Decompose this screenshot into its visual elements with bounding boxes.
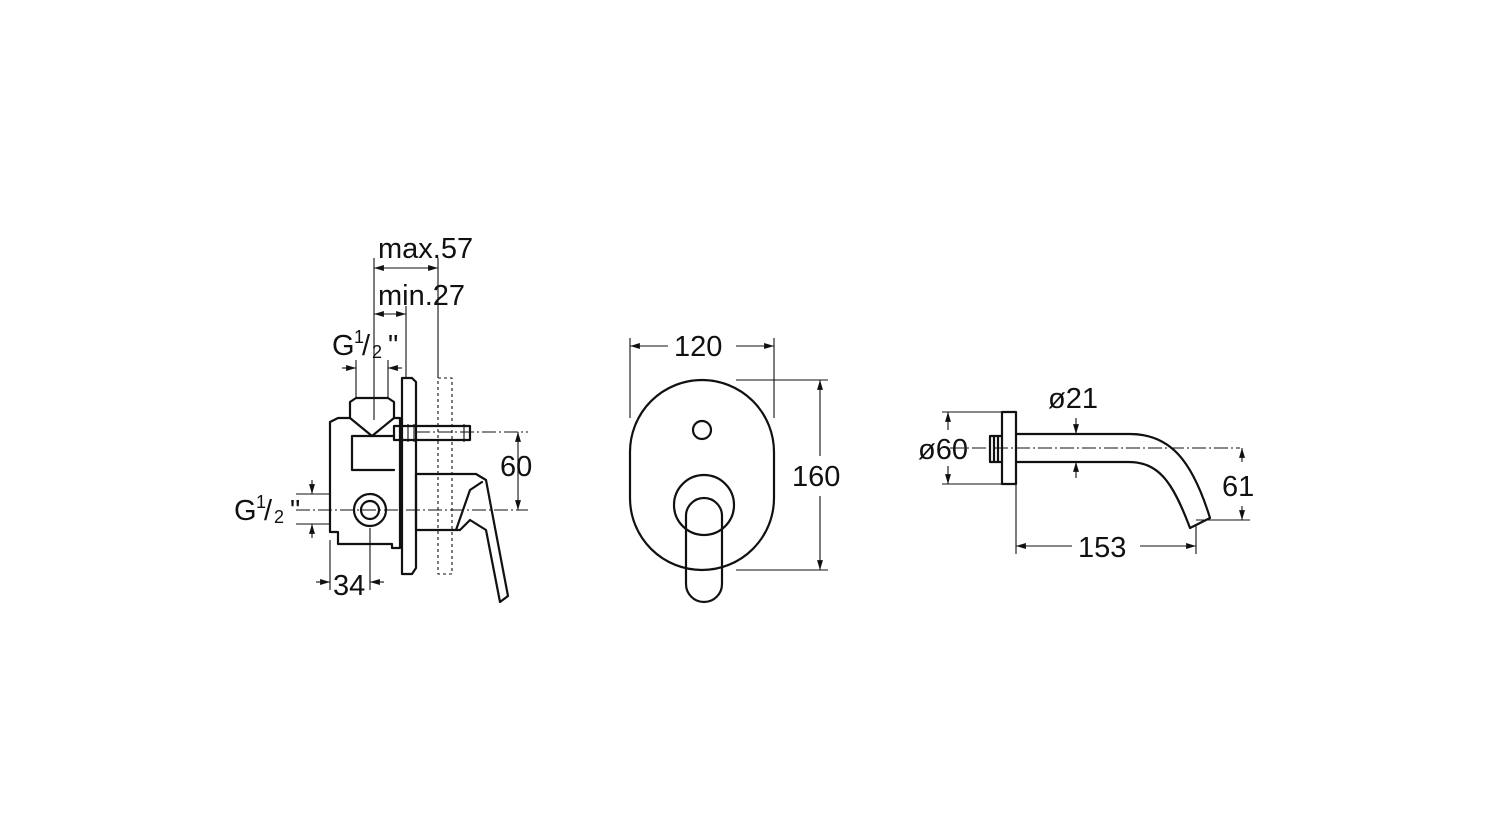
spout-view: ø60 ø21 61 153 <box>918 383 1254 564</box>
label-side-height: 60 <box>500 451 532 483</box>
label-plate-width: 120 <box>674 331 722 363</box>
label-thread-top-den: 2 <box>372 342 382 362</box>
label-min-depth: min.27 <box>378 280 465 312</box>
label-spout-flange-diameter: ø60 <box>918 434 968 466</box>
label-thread-top-num: 1 <box>354 327 364 347</box>
label-spout-pipe-diameter: ø21 <box>1048 383 1098 415</box>
label-max-depth: max.57 <box>378 233 473 265</box>
valve-stem <box>392 424 472 442</box>
label-thread-top-slash: / <box>362 330 371 362</box>
valve-body <box>328 396 402 550</box>
lever-inner <box>454 480 484 532</box>
front-lever <box>684 496 724 604</box>
lever-hub <box>672 473 736 537</box>
wall-surface <box>437 377 453 575</box>
label-thread-side-num: 1 <box>256 492 266 512</box>
side-view: max.57 min.27 G 1 / 2 " G 1 / 2 " 60 34 <box>234 233 532 604</box>
label-thread-side-quote: " <box>290 495 300 527</box>
spout-connector <box>988 434 1004 464</box>
valve-inlet-top <box>348 416 396 438</box>
lever-handle <box>414 472 510 604</box>
wall-plate <box>400 376 418 576</box>
diverter-knob <box>691 419 713 441</box>
label-side-offset: 34 <box>333 570 365 602</box>
label-spout-length: 153 <box>1078 532 1126 564</box>
label-spout-drop: 61 <box>1222 471 1254 503</box>
faceplate <box>628 378 776 572</box>
label-thread-top-quote: " <box>388 330 398 362</box>
label-plate-height: 160 <box>792 461 840 493</box>
label-thread-side-slash: / <box>264 495 273 527</box>
spout-pipe <box>1014 432 1212 530</box>
front-view: 120 160 <box>628 331 840 604</box>
valve-inlet-inner <box>350 434 396 472</box>
label-thread-side-g: G <box>234 495 257 527</box>
label-thread-side-den: 2 <box>274 507 284 527</box>
label-thread-top-g: G <box>332 330 355 362</box>
